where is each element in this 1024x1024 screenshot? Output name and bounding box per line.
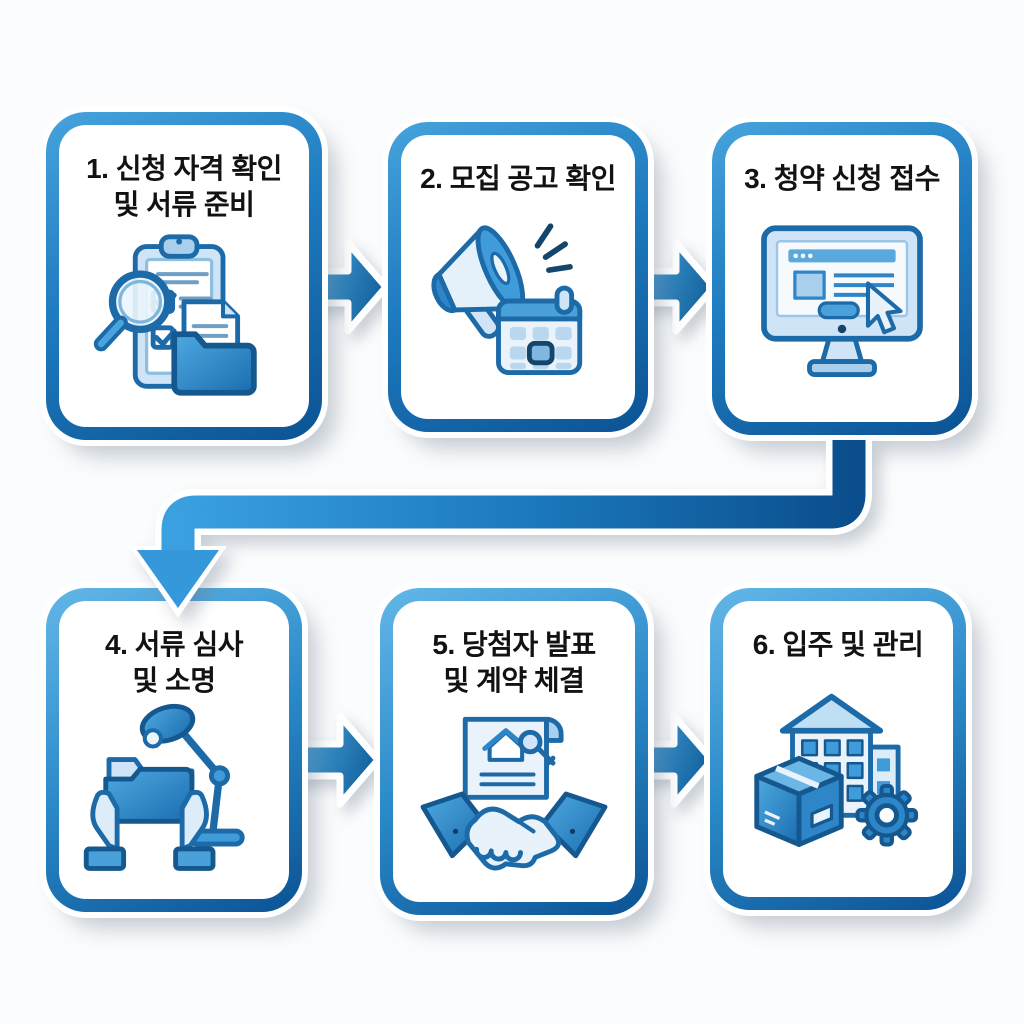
step-1-title: 1. 신청 자격 확인 및 서류 준비 bbox=[86, 153, 282, 221]
contract-handshake-keys-icon bbox=[401, 700, 627, 888]
monitor-cursor-icon bbox=[733, 197, 951, 408]
step-4-title: 4. 서류 심사 및 소명 bbox=[105, 629, 243, 697]
step-2-box: 2. 모집 공고 확인 bbox=[388, 122, 648, 432]
step-6-box: 6. 입주 및 관리 bbox=[710, 588, 966, 910]
step-2-title: 2. 모집 공고 확인 bbox=[420, 163, 616, 194]
arrow-step4-to-step5 bbox=[292, 712, 382, 808]
megaphone-calendar-icon bbox=[409, 197, 627, 405]
step-3-box: 3. 청약 신청 접수 bbox=[712, 122, 972, 435]
hands-folder-lamp-icon bbox=[67, 700, 281, 885]
clipboard-magnifier-folder-icon bbox=[67, 224, 301, 413]
step-3-title: 3. 청약 신청 접수 bbox=[744, 163, 940, 194]
step-5-title: 5. 당첨자 발표 및 계약 체결 bbox=[432, 629, 596, 697]
step-6-title: 6. 입주 및 관리 bbox=[752, 629, 924, 660]
step-4-box: 4. 서류 심사 및 소명 bbox=[46, 588, 302, 912]
step-1-box: 1. 신청 자격 확인 및 서류 준비 bbox=[46, 112, 322, 440]
step-5-box: 5. 당첨자 발표 및 계약 체결 bbox=[380, 588, 648, 915]
building-box-gear-icon bbox=[731, 663, 945, 883]
arrow-step3-to-step4 bbox=[129, 440, 872, 618]
